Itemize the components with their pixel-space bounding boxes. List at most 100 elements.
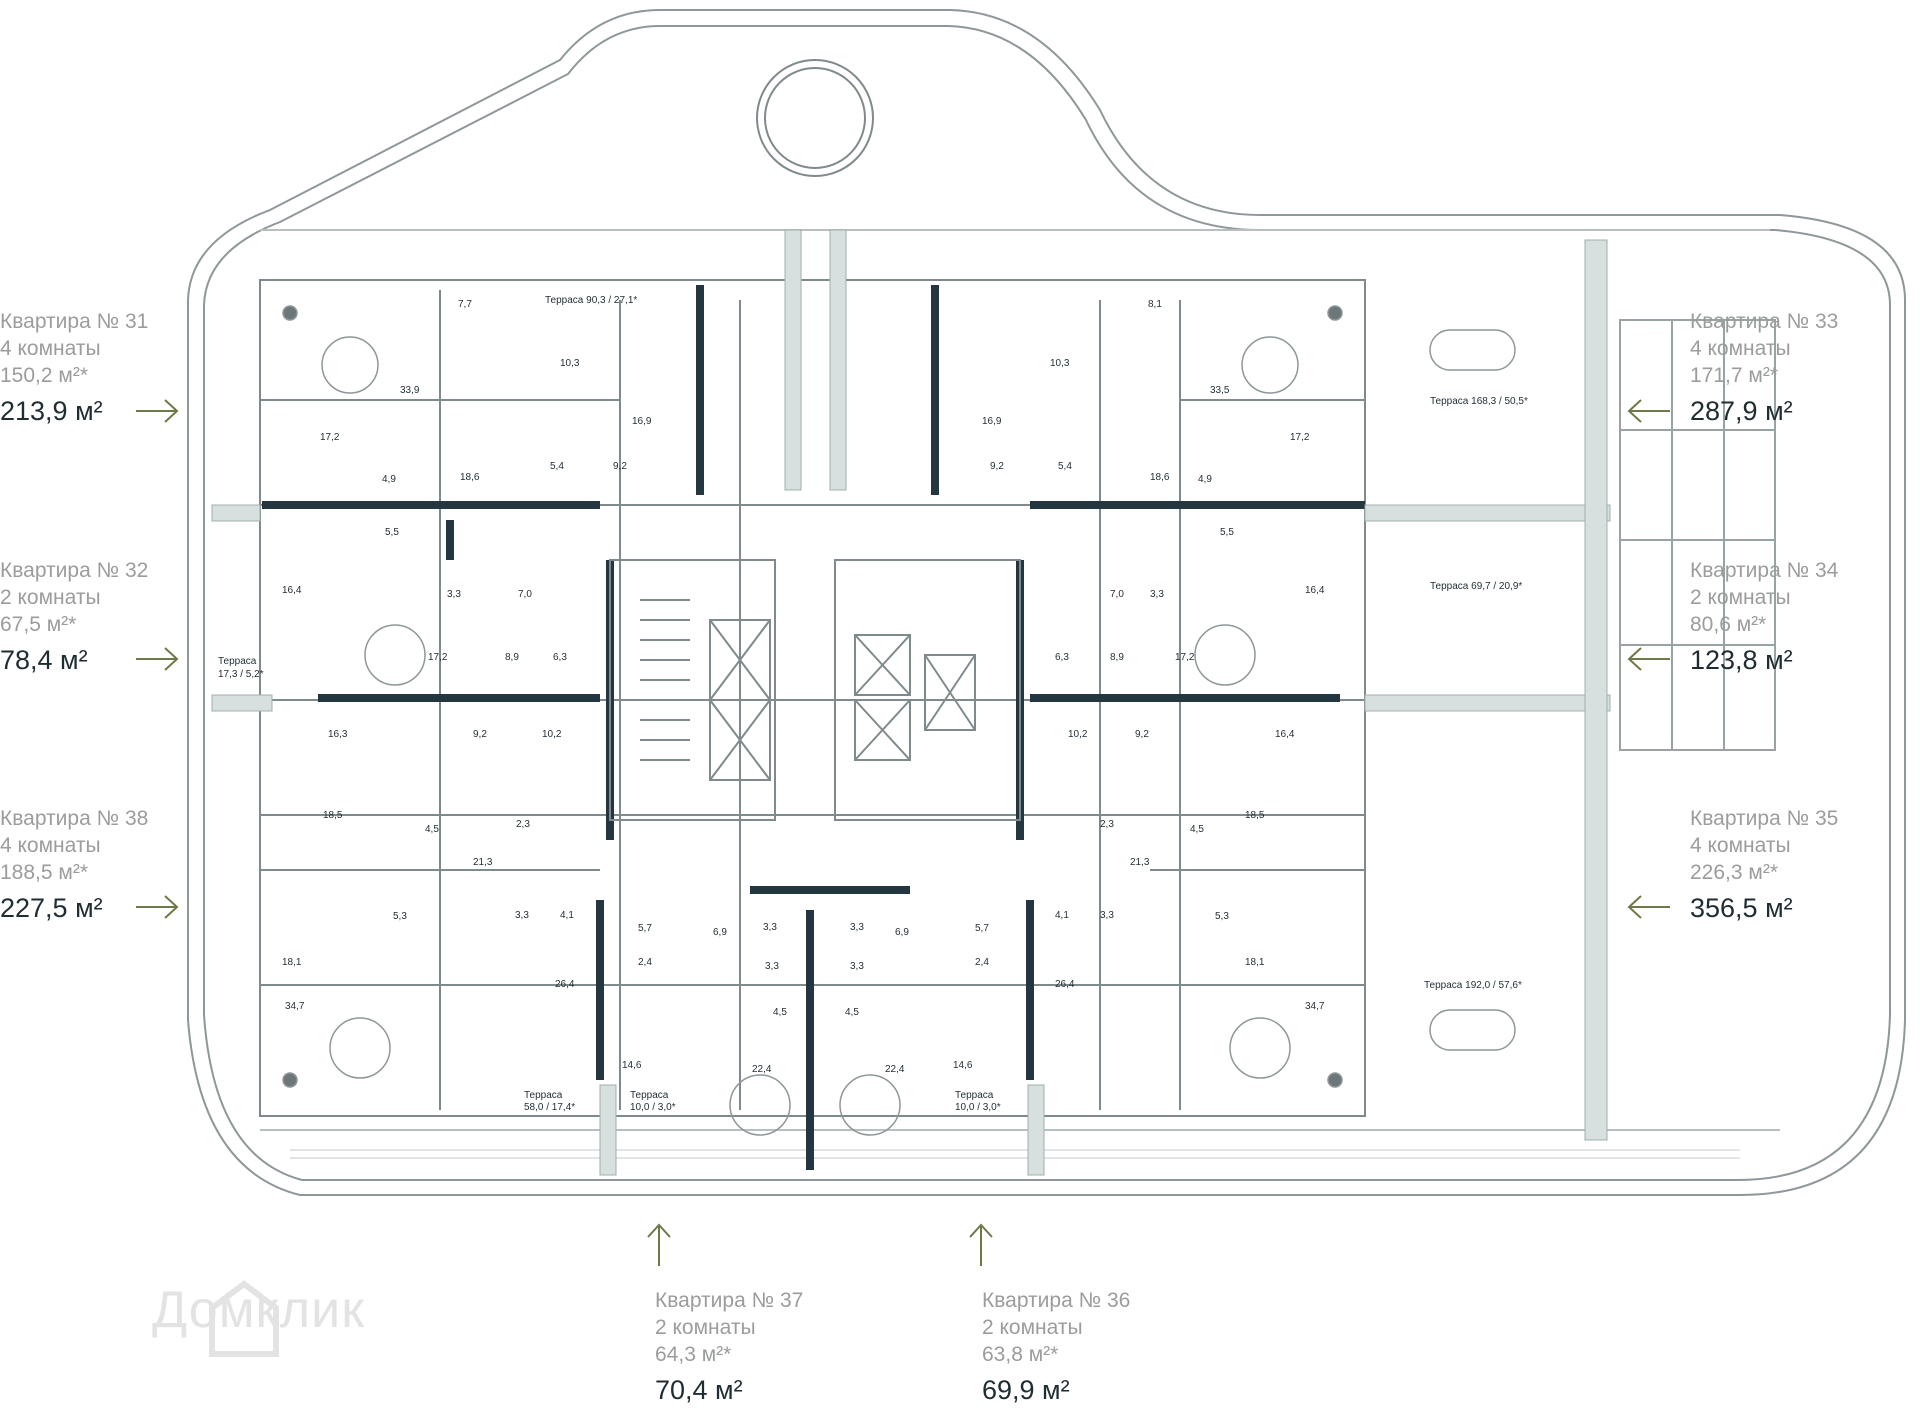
apartment-38-label[interactable]: Квартира № 38 4 комнаты 188,5 м²* 227,5 …: [0, 805, 148, 926]
apartment-title: Квартира № 32: [0, 559, 149, 582]
terrace-label: Терраса 69,7 / 20,9*: [1430, 581, 1522, 592]
apartment-area-total: 78,4 м²: [0, 645, 88, 675]
terrace-label: Терраса 90,3 / 27,1*: [545, 295, 637, 306]
svg-text:4,9: 4,9: [1198, 474, 1212, 485]
apartment-area-living: 63,8 м²*: [982, 1343, 1059, 1366]
svg-text:9,2: 9,2: [990, 461, 1004, 472]
svg-text:4,5: 4,5: [425, 824, 439, 835]
svg-text:5,7: 5,7: [638, 923, 652, 934]
svg-text:16,9: 16,9: [982, 416, 1002, 427]
svg-text:4,9: 4,9: [382, 474, 396, 485]
terrace-label: Терраса: [630, 1090, 669, 1101]
terrace-label: Терраса 192,0 / 57,6*: [1424, 980, 1522, 991]
svg-text:9,2: 9,2: [473, 729, 487, 740]
svg-text:4,1: 4,1: [1055, 910, 1069, 921]
apartment-35-label[interactable]: Квартира № 35 4 комнаты 226,3 м²* 356,5 …: [1690, 805, 1838, 926]
svg-text:22,4: 22,4: [885, 1064, 905, 1075]
apartment-area-total: 69,9 м²: [982, 1375, 1070, 1405]
apartment-area-total: 70,4 м²: [655, 1375, 743, 1405]
apartment-area-total: 227,5 м²: [0, 893, 103, 923]
apartment-area-living: 64,3 м²*: [655, 1343, 732, 1366]
arrow-right-icon: [136, 895, 179, 919]
round-feature: [756, 59, 874, 177]
svg-text:16,4: 16,4: [1275, 729, 1295, 740]
svg-text:2,3: 2,3: [516, 819, 530, 830]
svg-text:21,3: 21,3: [473, 857, 493, 868]
apartment-rooms: 4 комнаты: [0, 834, 101, 857]
svg-text:16,9: 16,9: [632, 416, 652, 427]
apartment-title: Квартира № 35: [1690, 807, 1839, 830]
svg-text:6,9: 6,9: [895, 927, 909, 938]
arrow-left-icon: [1627, 399, 1670, 423]
terrace-label: Терраса 168,3 / 50,5*: [1430, 396, 1528, 407]
terrace-label: 58,0 / 17,4*: [524, 1102, 575, 1113]
svg-text:9,2: 9,2: [1135, 729, 1149, 740]
apartment-rooms: 2 комнаты: [1690, 586, 1791, 609]
apartment-34-label[interactable]: Квартира № 34 2 комнаты 80,6 м²* 123,8 м…: [1690, 557, 1838, 678]
core: [609, 559, 1021, 821]
apartment-33-label[interactable]: Квартира № 33 4 комнаты 171,7 м²* 287,9 …: [1690, 308, 1838, 429]
apartment-area-living: 150,2 м²*: [0, 364, 88, 387]
arrow-up-icon: [969, 1223, 993, 1266]
svg-text:5,4: 5,4: [1058, 461, 1072, 472]
svg-text:3,3: 3,3: [1100, 910, 1114, 921]
svg-text:5,7: 5,7: [975, 923, 989, 934]
apartment-title: Квартира № 36: [982, 1289, 1131, 1312]
svg-text:33,5: 33,5: [1210, 385, 1230, 396]
svg-text:34,7: 34,7: [285, 1001, 305, 1012]
svg-text:18,5: 18,5: [1245, 810, 1265, 821]
apartment-37-label[interactable]: Квартира № 37 2 комнаты 64,3 м²* 70,4 м²: [655, 1287, 803, 1408]
arrow-right-icon: [136, 647, 179, 671]
svg-text:6,3: 6,3: [1055, 652, 1069, 663]
building-outline: [187, 9, 1906, 1196]
svg-text:14,6: 14,6: [622, 1060, 642, 1071]
furniture: [282, 305, 1516, 1136]
apartment-area-living: 226,3 м²*: [1690, 861, 1778, 884]
structural-walls: [262, 285, 1365, 1170]
svg-text:18,5: 18,5: [323, 810, 343, 821]
svg-text:17,2: 17,2: [1290, 432, 1310, 443]
apartment-rooms: 4 комнаты: [0, 337, 101, 360]
svg-text:14,6: 14,6: [953, 1060, 973, 1071]
svg-text:3,3: 3,3: [515, 910, 529, 921]
svg-text:3,3: 3,3: [447, 589, 461, 600]
terrace-label: Терраса: [218, 656, 257, 667]
apartment-area-total: 213,9 м²: [0, 396, 103, 426]
apartment-rooms: 2 комнаты: [655, 1316, 756, 1339]
svg-text:3,3: 3,3: [850, 922, 864, 933]
svg-text:7,0: 7,0: [518, 589, 532, 600]
svg-text:33,9: 33,9: [400, 385, 420, 396]
apartment-area-total: 123,8 м²: [1690, 645, 1793, 675]
svg-text:18,6: 18,6: [1150, 472, 1170, 483]
terrace-label: Терраса: [524, 1090, 563, 1101]
apartment-area-total: 287,9 м²: [1690, 396, 1793, 426]
apartment-title: Квартира № 38: [0, 807, 149, 830]
svg-text:10,3: 10,3: [1050, 358, 1070, 369]
glass-canopy: [1619, 319, 1776, 751]
arrow-up-icon: [647, 1223, 671, 1266]
apartment-area-living: 171,7 м²*: [1690, 364, 1778, 387]
apartment-36-label[interactable]: Квартира № 36 2 комнаты 63,8 м²* 69,9 м²: [982, 1287, 1130, 1408]
apartment-rooms: 2 комнаты: [0, 586, 101, 609]
arrow-left-icon: [1627, 895, 1670, 919]
apartment-title: Квартира № 34: [1690, 559, 1839, 582]
svg-text:26,4: 26,4: [555, 979, 575, 990]
apartment-32-label[interactable]: Квартира № 32 2 комнаты 67,5 м²* 78,4 м²: [0, 557, 148, 678]
svg-text:2,4: 2,4: [638, 957, 652, 968]
svg-text:7,0: 7,0: [1110, 589, 1124, 600]
svg-text:5,3: 5,3: [393, 911, 407, 922]
svg-text:16,3: 16,3: [328, 729, 348, 740]
apartment-title: Квартира № 31: [0, 310, 149, 333]
svg-text:18,6: 18,6: [460, 472, 480, 483]
apartment-31-label[interactable]: Квартира № 31 4 комнаты 150,2 м²* 213,9 …: [0, 308, 148, 429]
terrace-label: 17,3 / 5,2*: [218, 669, 264, 680]
arrow-right-icon: [136, 399, 179, 423]
apartment-area-total: 356,5 м²: [1690, 893, 1793, 923]
svg-text:2,3: 2,3: [1100, 819, 1114, 830]
svg-text:6,9: 6,9: [713, 927, 727, 938]
apartment-rooms: 4 комнаты: [1690, 337, 1791, 360]
svg-text:16,4: 16,4: [282, 585, 302, 596]
svg-text:4,5: 4,5: [845, 1007, 859, 1018]
apartment-title: Квартира № 33: [1690, 310, 1839, 333]
